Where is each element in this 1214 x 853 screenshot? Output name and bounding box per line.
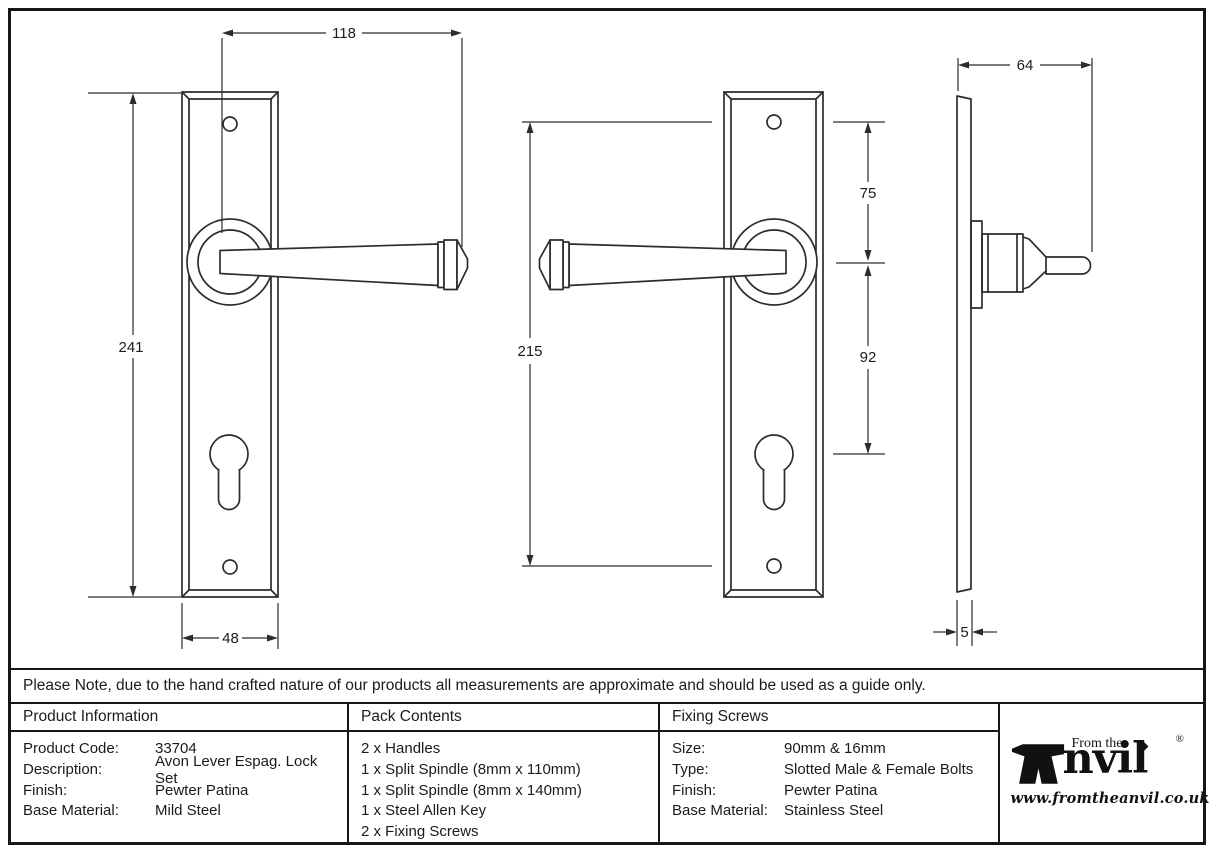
column-header-label: Fixing Screws [672,707,769,725]
product-information-header: Product Information [11,704,347,732]
row-value: Avon Lever Espag. Lock Set [155,752,318,787]
row-label: Size: [672,740,706,758]
spec-table: Product Information Product Code: 33704 … [11,703,1210,842]
brand-logo-cell: nvil From the ® www.fromtheanvil.co.uk [1000,704,1210,842]
measurement-note-text: Please Note, due to the hand crafted nat… [23,676,926,694]
registered-trademark: ® [1175,732,1184,745]
fixing-screws-header: Fixing Screws [660,704,998,732]
column-header-label: Product Information [23,707,159,725]
row-value: Pewter Patina [784,781,878,799]
row-label: Base Material: [23,802,119,820]
product-information-body: Product Code: 33704 Description: Avon Le… [11,732,347,842]
sheet-frame: Please Note, due to the hand crafted nat… [8,8,1210,845]
list-item: 2 x Handles [361,740,441,758]
list-item: 1 x Split Spindle (8mm x 110mm) [361,761,581,779]
pack-contents-header: Pack Contents [349,704,658,732]
row-value: Pewter Patina [155,781,249,799]
row-label: Finish: [23,781,68,799]
row-label: Base Material: [672,802,768,820]
pack-contents-body: 2 x Handles 1 x Split Spindle (8mm x 110… [349,732,658,842]
table-row: Base Material: Mild Steel [23,801,335,822]
row-label: Product Code: [23,740,119,758]
fixing-screws-column: Fixing Screws Size: 90mm & 16mm Type: Sl… [660,703,1000,842]
pack-contents-column: Pack Contents 2 x Handles 1 x Split Spin… [349,703,660,842]
table-row: Product Code: 33704 [23,739,335,760]
row-value: Slotted Male & Female Bolts [784,761,974,779]
column-header-label: Pack Contents [361,707,462,725]
table-row: Finish: Pewter Patina [23,780,335,801]
drawing-region [11,11,1203,670]
list-item: 2 x Fixing Screws [361,823,479,841]
fixing-screws-body: Size: 90mm & 16mm Type: Slotted Male & F… [660,732,998,842]
row-value: 33704 [155,740,197,758]
brand-prefix-text: From the [1071,735,1123,751]
brand-url: www.fromtheanvil.co.uk [1010,789,1210,807]
table-row: Type: Slotted Male & Female Bolts [672,759,986,780]
row-label: Type: [672,761,709,779]
measurement-note-bar: Please Note, due to the hand crafted nat… [11,669,1203,704]
list-item: 1 x Steel Allen Key [361,802,487,820]
brand-name-text: nvil [1062,733,1149,784]
row-label: Description: [23,761,103,779]
table-row: Description: Avon Lever Espag. Lock Set [23,753,335,787]
row-value: Mild Steel [155,802,221,820]
row-value: Stainless Steel [784,802,884,820]
row-value: 90mm & 16mm [784,740,886,758]
table-row: Size: 90mm & 16mm [672,739,986,760]
list-item: 1 x Split Spindle (8mm x 140mm) [361,781,582,799]
anvil-icon [1011,743,1064,784]
product-information-column: Product Information Product Code: 33704 … [11,703,349,842]
row-label: Finish: [672,781,717,799]
table-row: Base Material: Stainless Steel [672,801,986,822]
table-row: Finish: Pewter Patina [672,780,986,801]
from-the-anvil-logo: nvil From the ® www.fromtheanvil.co.uk [1010,732,1210,813]
